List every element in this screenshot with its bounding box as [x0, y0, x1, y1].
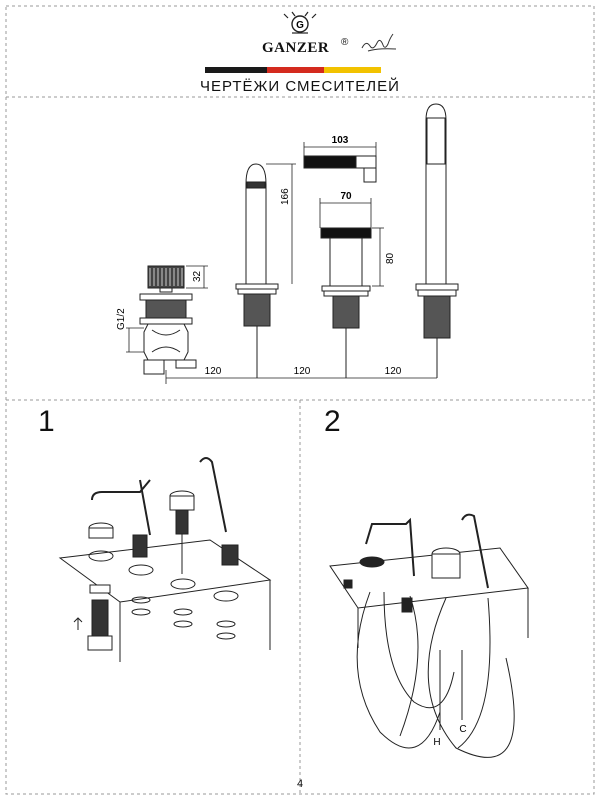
registered-mark: ® — [341, 37, 349, 48]
step2-illustration — [329, 513, 529, 758]
step-1-number: 1 — [38, 405, 55, 438]
hand-shower-drawing — [415, 103, 459, 378]
flag-stripe — [205, 67, 381, 73]
hose-label-cold: C — [459, 724, 466, 735]
dim-spout-height: 166 — [280, 188, 291, 205]
page-title: ЧЕРТЁЖИ СМЕСИТЕЛЕЙ — [200, 78, 400, 95]
svg-text:G: G — [296, 20, 304, 31]
dim-spacing-1: 120 — [205, 366, 222, 377]
dim-handle-height: 80 — [385, 252, 396, 264]
dim-spacing-3: 120 — [385, 366, 402, 377]
hose-label-hot: H — [433, 737, 440, 748]
dimension-lines — [126, 142, 437, 384]
brand-crest-icon: G — [283, 11, 317, 34]
signature-graphic — [361, 33, 397, 52]
spout-drawing — [235, 163, 279, 378]
step-2-number: 2 — [324, 405, 341, 438]
dim-spacing-2: 120 — [294, 366, 311, 377]
dim-valve-height: 32 — [192, 270, 203, 282]
step1-illustration — [58, 457, 272, 662]
dim-spout-width: 103 — [332, 135, 349, 146]
dim-handle-width: 70 — [340, 191, 352, 202]
page-number: 4 — [296, 778, 304, 790]
dim-thread: G1/2 — [116, 308, 127, 330]
mixer-drawing — [303, 155, 377, 378]
valve-drawing — [139, 265, 197, 375]
brand-name: GANZER — [262, 40, 330, 56]
